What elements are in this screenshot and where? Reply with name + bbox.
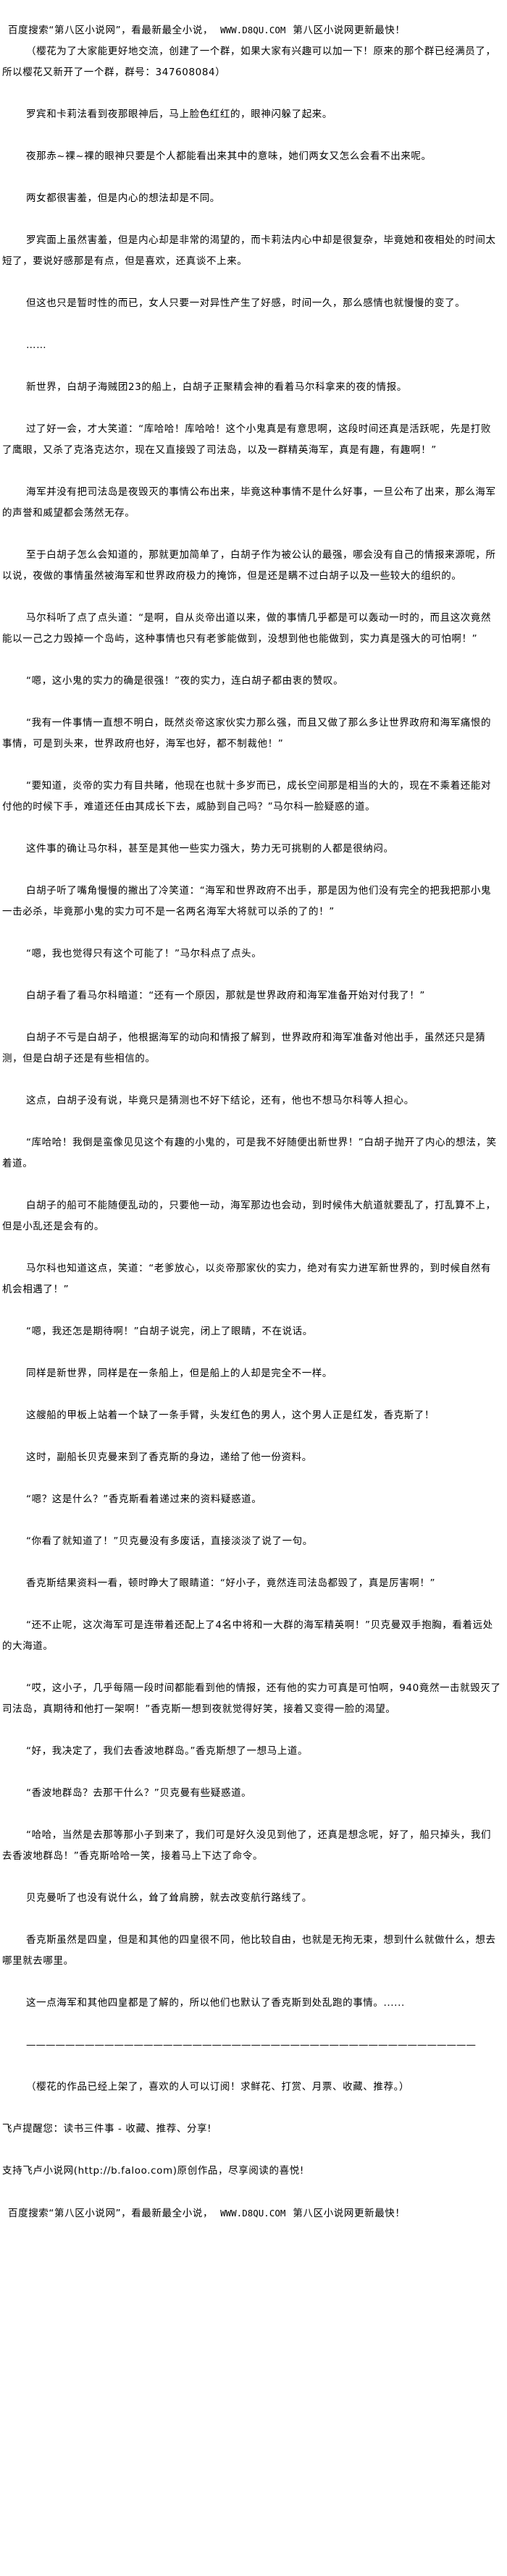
paragraph: 贝克曼听了也没有说什么，耸了耸肩膀，就去改变航行路线了。 (26, 1892, 312, 1904)
footer-support: 支持飞卢小说网(http://b.faloo.com)原创作品，尽享阅读的喜悦! (2, 2165, 304, 2177)
banner-url[interactable]: WWW.D8QU.COM (220, 25, 286, 35)
paragraph: 白胡子看了看马尔科暗道：“还有一个原因，那就是世界政府和海军准备开始对付我了！” (26, 990, 425, 1001)
banner-prefix: 百度搜索“第八区小说网”，看最新最全小说， (8, 25, 214, 36)
paragraph: 这艘船的甲板上站着一个缺了一条手臂，头发红色的男人，这个男人正是红发，香克斯了！ (26, 1410, 435, 1421)
site-banner-top: 百度搜索“第八区小说网”，看最新最全小说， WWW.D8QU.COM 第八区小说网更… (2, 20, 501, 41)
banner-suffix: 第八区小说网更新最快！ (293, 25, 406, 36)
paragraph: “库哈哈！我倒是蛮像见见这个有趣的小鬼的，可是我不好随便出新世界！”白胡子抛开了… (2, 1137, 497, 1169)
paragraph: …… (26, 339, 47, 351)
paragraph: 马尔科也知道这点，笑道：“老爹放心，以炎帝那家伙的实力，绝对有实力进军新世界的，… (2, 1263, 492, 1295)
paragraph: 两女都很害羞，但是内心的想法却是不同。 (26, 192, 220, 204)
paragraph: 至于白胡子怎么会知道的，那就更加简单了，白胡子作为被公认的最强，哪会没有自己的情… (2, 549, 496, 582)
paragraph: 白胡子的船可不能随便乱动的，只要他一动，海军那边也会动，到时候伟大航道就要乱了，… (2, 1200, 496, 1232)
paragraph: 这时，副船长贝克曼来到了香克斯的身边，递给了他一份资料。 (26, 1452, 312, 1463)
paragraph: “还不止呢，这次海军可是连带着还配上了4名中将和一大群的海军精英啊！”贝克曼双手… (2, 1619, 493, 1652)
paragraph: “好，我决定了，我们去香波地群岛。”香克斯想了一想马上道。 (26, 1745, 309, 1757)
paragraph: “哎，这小子，几乎每隔一段时间都能看到他的情报，还有他的实力可真是可怕啊，940… (2, 1682, 501, 1715)
paragraph: 这点，白胡子没有说，毕竟只是猜测也不好下结论，还有，他也不想马尔科等人担心。 (26, 1095, 414, 1106)
paragraph: 香克斯虽然是四皇，但是和其他的四皇很不同，他比较自由，也就是无拘无束，想到什么就… (2, 1934, 496, 1967)
paragraph: “香波地群岛？去那干什么？”贝克曼有些疑惑道。 (26, 1787, 252, 1799)
section-divider: ————————————————————————————————————————… (26, 2039, 476, 2051)
paragraph: 这件事的确让马尔科，甚至是其他一些实力强大，势力无可挑剔的人都是很纳闷。 (26, 843, 394, 855)
chapter-body: 罗宾和卡莉法看到夜那眼神后，马上脸色红红的，眼神闪躲了起来。夜那赤~裸~裸的眼神… (2, 104, 501, 2014)
paragraph: “嗯，我也觉得只有这个可能了！”马尔科点了点头。 (26, 948, 262, 959)
paragraph: 过了好一会，才大笑道：“库哈哈！库哈哈！这个小鬼真是有意思啊，这段时间还真是活跃… (2, 423, 492, 456)
banner-prefix: 百度搜索“第八区小说网”，看最新最全小说， (8, 2208, 214, 2219)
paragraph: 新世界，白胡子海贼团23的船上，白胡子正聚精会神的看着马尔科拿来的夜的情报。 (26, 381, 407, 393)
document-page: 百度搜索“第八区小说网”，看最新最全小说， WWW.D8QU.COM 第八区小说网更… (2, 20, 501, 2224)
banner-suffix: 第八区小说网更新最快！ (293, 2208, 406, 2219)
paragraph: 马尔科听了点了点头道：“是啊，自从炎帝出道以来，做的事情几乎都是可以轰动一时的，… (2, 612, 492, 645)
paragraph: “嗯，我还怎是期待啊！”白胡子说完，闭上了眼睛，不在说话。 (26, 1326, 313, 1337)
paragraph: “你看了就知道了！”贝克曼没有多废话，直接淡淡了说了一句。 (26, 1535, 313, 1547)
site-banner-bottom: 百度搜索“第八区小说网”，看最新最全小说， WWW.D8QU.COM 第八区小说网更… (2, 2203, 501, 2224)
paragraph: “我有一件事情一直想不明白，既然炎帝这家伙实力那么强，而且又做了那么多让世界政府… (2, 717, 492, 750)
paragraph: 海军并没有把司法岛是夜毁灭的事情公布出来，毕竟这种事情不是什么好事，一旦公布了出… (2, 486, 496, 519)
paragraph: 白胡子听了嘴角慢慢的撇出了冷笑道：“海军和世界政府不出手，那是因为他们没有完全的… (2, 885, 492, 918)
paragraph: 夜那赤~裸~裸的眼神只要是个人都能看出来其中的意味，她们两女又怎么会看不出来呢。 (26, 151, 432, 162)
paragraph: “哈哈，当然是去那等那小子到来了，我们可是好久没见到他了，还真是想念呢，好了，船… (2, 1829, 492, 1862)
paragraph: 罗宾面上虽然害羞，但是内心却是非常的渴望的，而卡莉法内心中却是很复杂，毕竟她和夜… (2, 234, 496, 267)
paragraph: 同样是新世界，同样是在一条船上，但是船上的人却是完全不一样。 (26, 1368, 332, 1379)
author-note: （樱花的作品已经上架了，喜欢的人可以订阅！求鲜花、打赏、月票、收藏、推荐。） (26, 2081, 410, 2093)
author-group-notice: （樱花为了大家能更好地交流，创建了一个群，如果大家有兴趣可以加一下！原来的那个群… (2, 46, 496, 78)
paragraph: 罗宾和卡莉法看到夜那眼神后，马上脸色红红的，眼神闪躲了起来。 (26, 109, 332, 120)
paragraph: “嗯，这小鬼的实力的确是很强！”夜的实力，连白胡子都由衷的赞叹。 (26, 675, 344, 687)
footer-reminder: 飞卢提醒您：读书三件事 - 收藏、推荐、分享! (2, 2123, 212, 2135)
banner-url[interactable]: WWW.D8QU.COM (220, 2208, 286, 2219)
paragraph: 白胡子不亏是白胡子，他根据海军的动向和情报了解到，世界政府和海军准备对他出手，虽… (2, 1032, 486, 1064)
paragraph: “要知道，炎帝的实力有目共睹，他现在也就十多岁而已，成长空间那是相当的大的，现在… (2, 780, 492, 813)
paragraph: 这一点海军和其他四皇都是了解的，所以他们也默认了香克斯到处乱跑的事情。.....… (26, 1997, 405, 2009)
paragraph: 香克斯结果资料一看，顿时睁大了眼睛道：“好小子，竟然连司法岛都毁了，真是厉害啊！… (26, 1577, 436, 1589)
paragraph: 但这也只是暂时性的而已，女人只要一对异性产生了好感，时间一久，那么感情也就慢慢的… (26, 297, 466, 309)
paragraph: “嗯？这是什么？”香克斯看着递过来的资料疑惑道。 (26, 1494, 262, 1505)
